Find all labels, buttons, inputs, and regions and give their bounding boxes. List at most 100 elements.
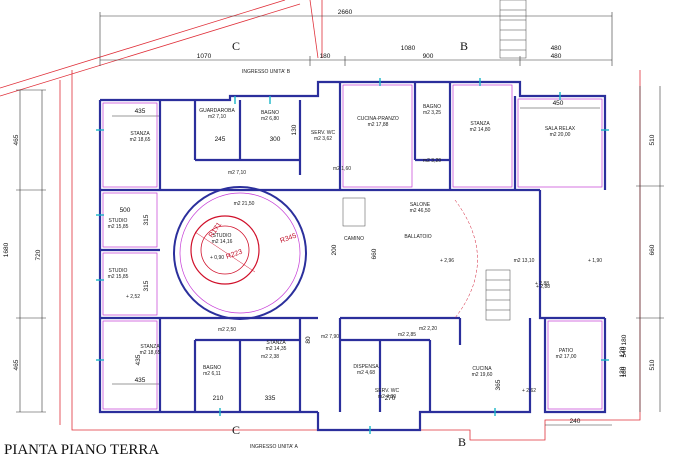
level-label: + 2,88: [535, 281, 549, 287]
dimension-label: 435: [135, 108, 146, 115]
dimension-label: 315: [143, 214, 150, 225]
room-name: STANZA: [470, 121, 490, 127]
level-label: + 1,90: [588, 258, 602, 264]
room-area: m2 14,80: [470, 127, 491, 133]
dimension-label: 1070: [197, 53, 212, 60]
radius-label: R345: [279, 233, 297, 245]
dimension-label: 435: [135, 377, 146, 384]
dimension-label: 300: [270, 136, 281, 143]
room-name: GUARDAROBA: [199, 108, 235, 114]
area-label: m2 7,10: [228, 170, 246, 176]
level-label: + 2,62: [522, 388, 536, 394]
room-name: STANZA: [140, 344, 160, 350]
room-name: STUDIO: [109, 218, 128, 224]
level-label: + 2,96: [440, 258, 454, 264]
dimension-label: 180: [621, 334, 628, 345]
dimension-label: 365: [495, 379, 502, 390]
dimension-label: 480: [551, 53, 562, 60]
level-label: + 0,90: [210, 255, 224, 261]
dimension-label: 200: [331, 244, 338, 255]
dimension-label: 335: [265, 395, 276, 402]
dimension-label: 180: [320, 53, 331, 60]
stair: [342, 0, 527, 321]
room-area: m2 7,10: [208, 114, 226, 120]
room-name: SERV. WC: [375, 388, 400, 394]
room-area: m2 18,65: [130, 137, 151, 143]
room-area: m2 19,60: [472, 372, 493, 378]
dimension-label: 1680: [3, 242, 10, 257]
dimension-label: 900: [423, 53, 434, 60]
room-area: m2 6,80: [261, 116, 279, 122]
dimension-label: 660: [371, 248, 378, 259]
room-area: m2 46,50: [410, 208, 431, 214]
dimension-label: 270: [385, 395, 396, 402]
room-area: m2 18,65: [140, 350, 161, 356]
dimension-label: 435: [135, 354, 142, 365]
area-label: m2 2,20: [419, 326, 437, 332]
dimension-label: 500: [120, 207, 131, 214]
level-label: + 2,88: [536, 284, 550, 290]
level-label: + 2,52: [126, 294, 140, 300]
area-label: m2 21,50: [234, 201, 255, 207]
room-area: m2 4,30: [378, 394, 396, 400]
window-marks: [96, 78, 609, 434]
room-area: m2 14,16: [212, 239, 233, 245]
section-mark-c-top: C: [232, 39, 240, 53]
room-name: BALLATOIO: [404, 234, 431, 240]
area-label: m2 1,60: [333, 166, 351, 172]
dimension-label: 210: [213, 395, 224, 402]
room-name: CAMINO: [344, 236, 364, 242]
area-label: m2 2,85: [398, 332, 416, 338]
inner-wall-lines: [102, 84, 603, 410]
room-name: SERV. WC: [311, 130, 336, 136]
radius-label: R223: [225, 249, 243, 261]
area-label: m2 2,50: [218, 327, 236, 333]
dimension-label: 315: [143, 280, 150, 291]
building-walls: [98, 80, 607, 432]
dimension-label: 130: [291, 124, 298, 135]
level-labels: + 0,90+ 2,96+ 2,88+ 2,88+ 2,62+ 2,52+ 1,…: [126, 255, 602, 394]
dimension-label: 120: [619, 366, 626, 377]
section-marks: C B C B: [232, 39, 468, 449]
area-labels: m2 7,10 m2 1,60 m2 21,50 m2 2,50 m2 2,38 m2 3…: [218, 158, 535, 360]
room-area: m2 17,00: [556, 354, 577, 360]
room-area: m2 4,68: [357, 370, 375, 376]
drawing-title: PIANTA PIANO TERRA: [4, 442, 159, 458]
room-name: CUCINA: [472, 366, 492, 372]
dimension-label: 80: [305, 336, 312, 344]
room-name: PATIO: [559, 348, 573, 354]
room-name: STANZA: [130, 131, 150, 137]
room-area: m2 14,35: [266, 346, 287, 352]
entrance-a-label: INGRESSO UNITA' A: [250, 444, 298, 450]
dimension-lines: [16, 12, 664, 426]
room-name: STUDIO: [109, 268, 128, 274]
room-name: BAGNO: [423, 104, 441, 110]
section-mark-b-top: B: [460, 39, 468, 53]
entrance-b-label: INGRESSO UNITA' B: [242, 69, 291, 75]
dimension-label: 540: [621, 346, 628, 357]
room-area: m2 15,85: [108, 274, 129, 280]
room-name: STUDIO: [213, 233, 232, 239]
dimension-label: 1080: [401, 45, 416, 52]
dimension-label: 245: [215, 136, 226, 143]
site-boundary-lines: [0, 0, 641, 441]
dimension-label: 720: [35, 249, 42, 260]
room-area: m2 17,88: [368, 122, 389, 128]
rotunda: [173, 186, 307, 320]
room-name: BAGNO: [261, 110, 279, 116]
dimension-label: 2660: [338, 9, 353, 16]
area-label: m2 2,38: [261, 354, 279, 360]
dimension-label: 465: [13, 359, 20, 370]
area-label: m2 13,10: [514, 258, 535, 264]
dimension-label: 465: [13, 134, 20, 145]
area-label: m2 3,20: [423, 158, 441, 164]
section-mark-c-bottom: C: [232, 423, 240, 437]
room-area: m2 20,00: [550, 132, 571, 138]
dimension-label: 120: [619, 346, 626, 357]
dimension-label: 450: [553, 100, 564, 107]
section-mark-b-bottom: B: [458, 435, 466, 449]
dimension-label: 480: [551, 45, 562, 52]
